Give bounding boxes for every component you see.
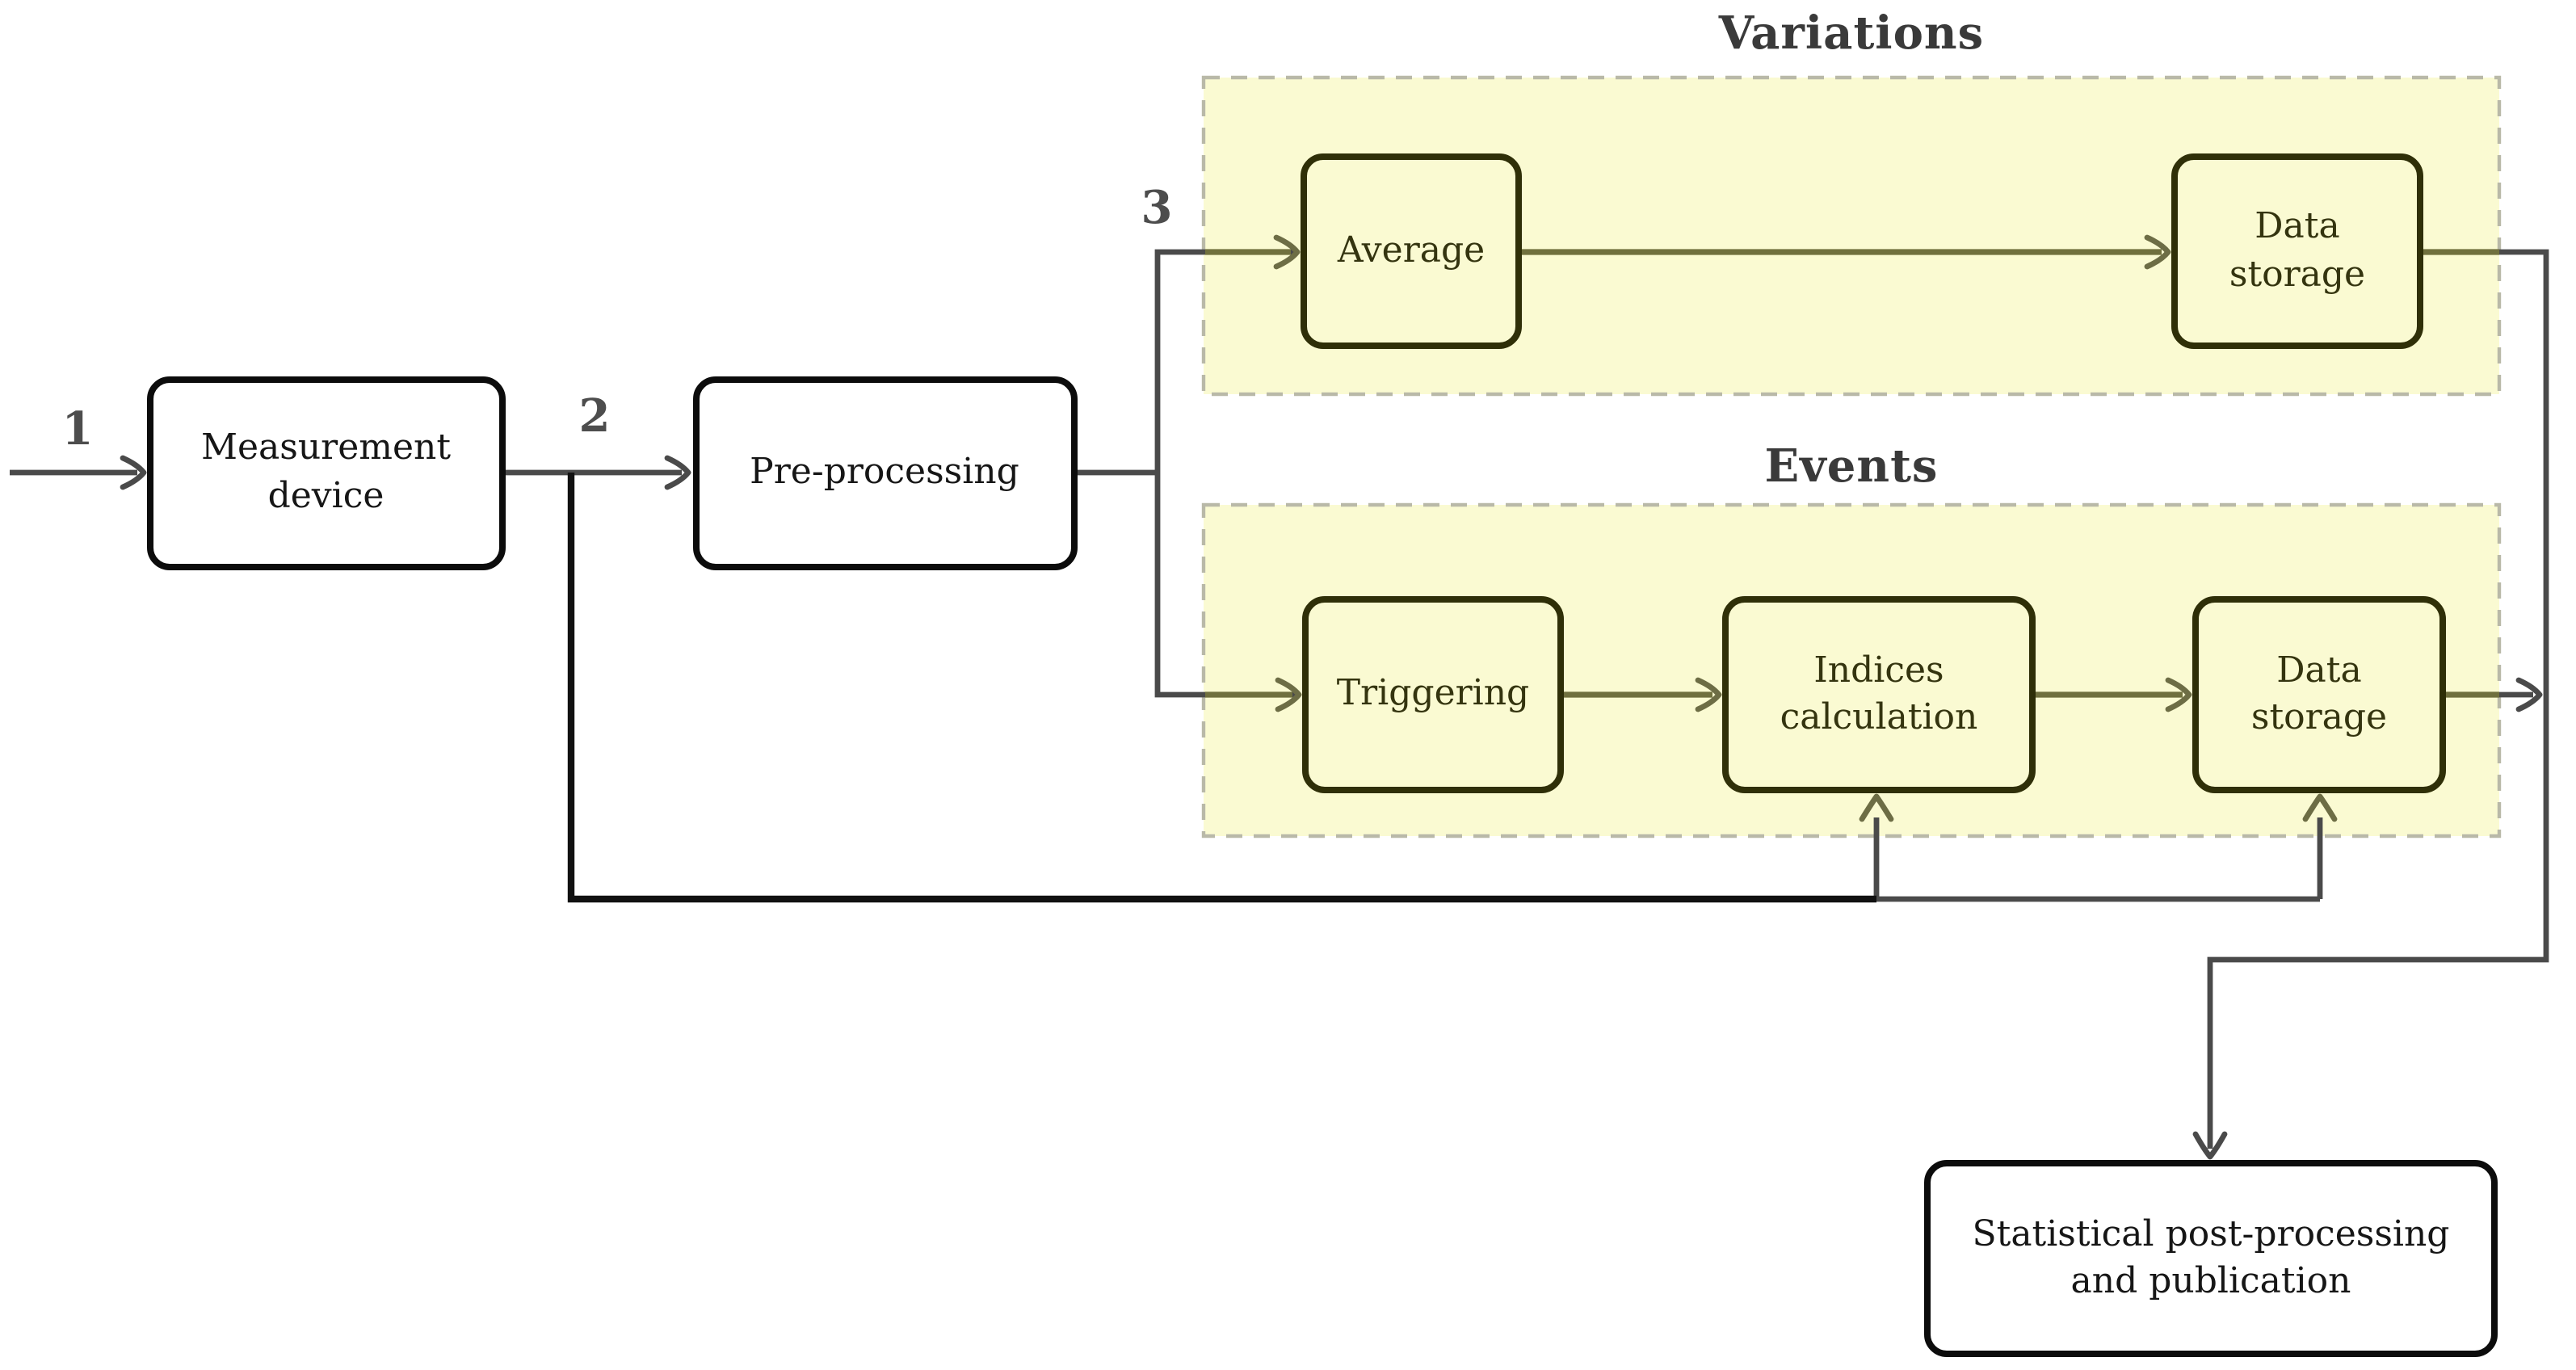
node-data-storage-variations: Data storage [2171, 153, 2423, 349]
node-average: Average [1301, 153, 1522, 349]
arrowhead-up-into-events-storage [2302, 793, 2338, 822]
step-label-1: 1 [61, 402, 94, 456]
step-label-3: 3 [1141, 181, 1173, 234]
feedback-main-line [567, 473, 1876, 903]
olive-connectors [1205, 249, 2499, 698]
arrowhead-up-into-indices [1859, 793, 1894, 822]
arrowheads [120, 234, 2543, 1160]
events-region-title: Events [1764, 439, 1939, 493]
arrowhead-into-indices [1695, 677, 1722, 712]
node-indices-calculation: Indices calculation [1722, 596, 2036, 793]
black-connectors [567, 473, 1876, 903]
step-label-2: 2 [578, 389, 611, 443]
storage-to-statistics-line [2207, 249, 2549, 1149]
node-data-storage-events: Data storage [2192, 596, 2446, 793]
arrowhead-into-measurement [120, 455, 147, 490]
arrowhead-into-events-storage [2165, 677, 2192, 712]
node-measurement-device: Measurement device [147, 376, 505, 569]
arrowhead-into-variations-storage [2144, 234, 2171, 270]
variations-region-title: Variations [1718, 6, 1985, 60]
node-pre-processing: Pre-processing [692, 376, 1077, 569]
node-triggering: Triggering [1302, 596, 1564, 793]
arrowhead-into-triggering [1275, 677, 1302, 712]
arrowhead-into-average [1273, 234, 1301, 270]
arrowhead-events-output [2515, 677, 2543, 712]
arrowhead-into-statistics [2192, 1131, 2228, 1160]
arrowhead-into-preprocessing [664, 455, 691, 490]
node-statistical-post-processing: Statistical post-processing and publicat… [1924, 1160, 2498, 1357]
